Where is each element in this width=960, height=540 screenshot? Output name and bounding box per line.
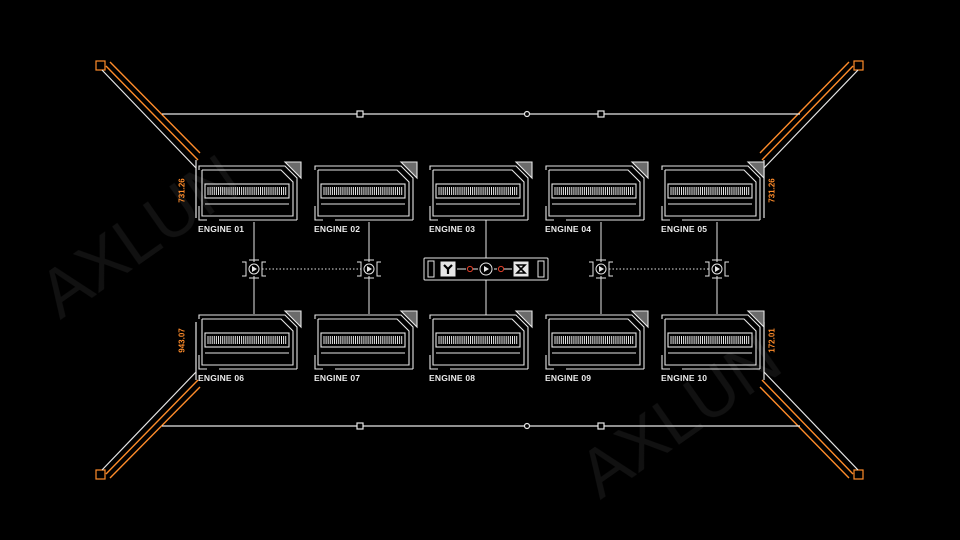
readout-top-right: 731.26 (767, 178, 777, 203)
engine-panel[interactable] (198, 310, 302, 370)
corner-marker-br (853, 469, 864, 480)
engine-panel[interactable] (545, 161, 649, 221)
svg-text:AXLUN: AXLUN (25, 140, 254, 332)
engine-panel[interactable] (314, 161, 418, 221)
level-ticks (670, 336, 750, 344)
level-ticks (323, 187, 403, 195)
engine-panel[interactable] (429, 161, 533, 221)
readout-bottom-right: 172.01 (767, 328, 777, 353)
center-console (423, 257, 549, 281)
readout-bottom-left: 943.07 (177, 328, 187, 353)
level-ticks (554, 336, 634, 344)
engine-label: ENGINE 05 (661, 224, 708, 234)
level-ticks (554, 187, 634, 195)
engine-panel[interactable] (314, 310, 418, 370)
frame (95, 60, 864, 480)
level-ticks (438, 336, 518, 344)
engine-panel[interactable] (661, 310, 765, 370)
engine-label: ENGINE 10 (661, 373, 708, 383)
corner-marker-tr (853, 60, 864, 71)
junction-node[interactable] (589, 259, 613, 279)
level-ticks (207, 187, 287, 195)
engine-label: ENGINE 07 (314, 373, 361, 383)
engine-label: ENGINE 03 (429, 224, 476, 234)
level-ticks (207, 336, 287, 344)
engine-panel[interactable] (661, 161, 765, 221)
corner-marker-bl (95, 469, 106, 480)
engine-label: ENGINE 06 (198, 373, 245, 383)
level-ticks (438, 187, 518, 195)
corner-marker-tl (95, 60, 106, 71)
readout-top-left: 731.26 (177, 178, 187, 203)
engine-label: ENGINE 09 (545, 373, 592, 383)
engine-label: ENGINE 08 (429, 373, 476, 383)
level-ticks (323, 336, 403, 344)
engine-panel[interactable] (198, 161, 302, 221)
engine-panel[interactable] (545, 310, 649, 370)
engine-label: ENGINE 01 (198, 224, 245, 234)
engine-label: ENGINE 04 (545, 224, 592, 234)
center-play-button[interactable] (479, 262, 493, 276)
watermark: AXLUN AXLUN (25, 140, 794, 512)
level-ticks (670, 187, 750, 195)
status-dot-right (497, 265, 505, 273)
engine-label: ENGINE 02 (314, 224, 361, 234)
status-dot-left (466, 265, 474, 273)
junction-node[interactable] (705, 259, 729, 279)
engine-panel[interactable] (429, 310, 533, 370)
